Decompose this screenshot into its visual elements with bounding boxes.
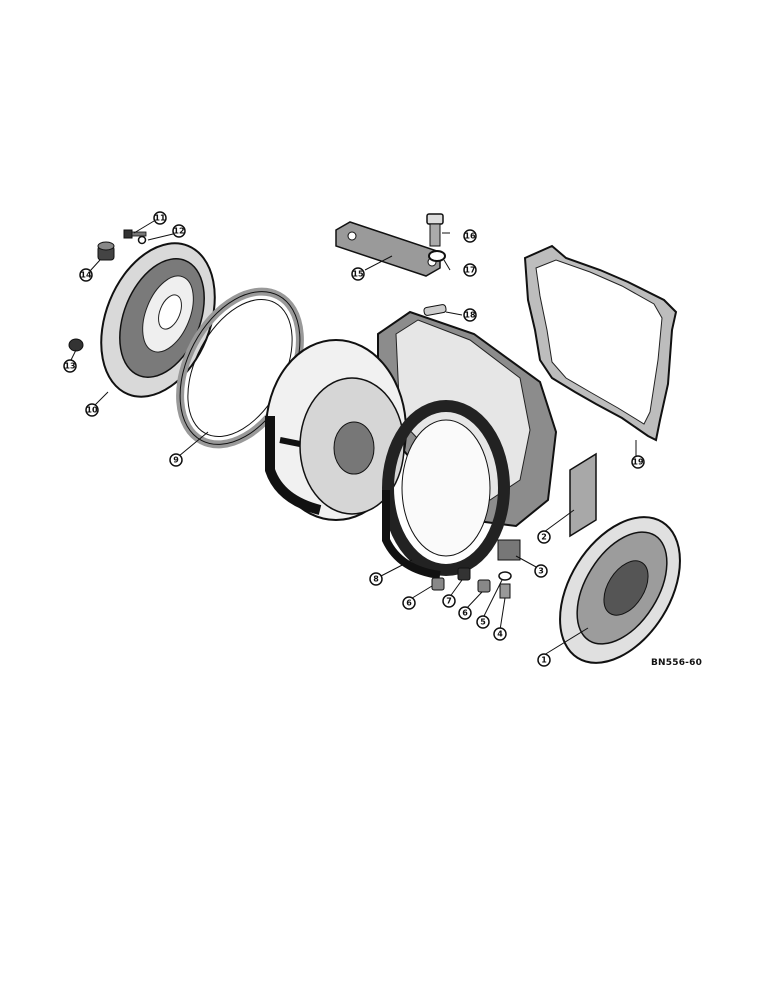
callout-14: 14 xyxy=(79,268,93,282)
washer-part-5 xyxy=(498,571,512,581)
bolt-part-4 xyxy=(499,583,511,599)
callout-5-label: 5 xyxy=(480,618,486,627)
callout-12: 12 xyxy=(172,224,186,238)
callout-16: 16 xyxy=(463,229,477,243)
callout-13: 13 xyxy=(63,359,77,373)
bracket-part-15 xyxy=(335,221,441,277)
pin-part-18 xyxy=(423,304,447,316)
callout-14-label: 14 xyxy=(80,271,92,280)
leader-lines xyxy=(69,220,637,656)
callout-17: 17 xyxy=(463,263,477,277)
callout-7: 7 xyxy=(442,594,456,608)
callout-17-label: 17 xyxy=(464,266,475,275)
callout-8-label: 8 xyxy=(373,575,379,584)
washer-part-17 xyxy=(428,250,446,262)
gasket-part-19 xyxy=(523,244,678,442)
fitting-part-14 xyxy=(97,241,115,261)
plug-part-6b xyxy=(431,577,445,591)
callout-12-label: 12 xyxy=(173,227,184,236)
cover-part-1 xyxy=(559,516,681,664)
figure-code: BN556-60 xyxy=(651,658,703,668)
callout-3-label: 3 xyxy=(538,567,544,576)
plug-part-7 xyxy=(457,567,471,581)
callout-1-label: 1 xyxy=(541,656,547,665)
plug-part-13 xyxy=(68,338,84,352)
callout-3: 3 xyxy=(534,564,548,578)
callout-11-label: 11 xyxy=(154,214,166,223)
callout-4-label: 4 xyxy=(497,630,503,639)
callout-15-label: 15 xyxy=(352,270,364,279)
transmission-housing xyxy=(265,310,558,579)
callout-11: 11 xyxy=(153,211,167,225)
callout-4: 4 xyxy=(493,627,507,641)
callout-9-label: 9 xyxy=(173,456,179,465)
plate-part-2 xyxy=(569,452,597,538)
callout-9: 9 xyxy=(169,453,183,467)
callout-18-label: 18 xyxy=(464,311,476,320)
bolt-part-11 xyxy=(123,229,147,239)
callout-7-label: 7 xyxy=(446,597,452,606)
callout-6b: 6 xyxy=(402,596,416,610)
callout-2-label: 2 xyxy=(541,533,547,542)
callout-13-label: 13 xyxy=(64,362,75,371)
callout-19-label: 19 xyxy=(632,458,644,467)
callout-18: 18 xyxy=(463,308,477,322)
callout-6b-label: 6 xyxy=(406,599,412,608)
callout-2: 2 xyxy=(537,530,551,544)
callout-10: 10 xyxy=(85,403,99,417)
callout-1: 1 xyxy=(537,653,551,667)
bolt-part-16 xyxy=(426,213,444,247)
callout-6a: 6 xyxy=(458,606,472,620)
callout-19: 19 xyxy=(631,455,645,469)
callout-15: 15 xyxy=(351,267,365,281)
callout-5: 5 xyxy=(476,615,490,629)
plate-part-3 xyxy=(497,539,521,561)
callout-10-label: 10 xyxy=(86,406,98,415)
plug-part-6 xyxy=(477,579,491,593)
callout-8: 8 xyxy=(369,572,383,586)
callout-16-label: 16 xyxy=(464,232,476,241)
callout-6a-label: 6 xyxy=(462,609,468,618)
washer-part-12 xyxy=(137,235,147,245)
